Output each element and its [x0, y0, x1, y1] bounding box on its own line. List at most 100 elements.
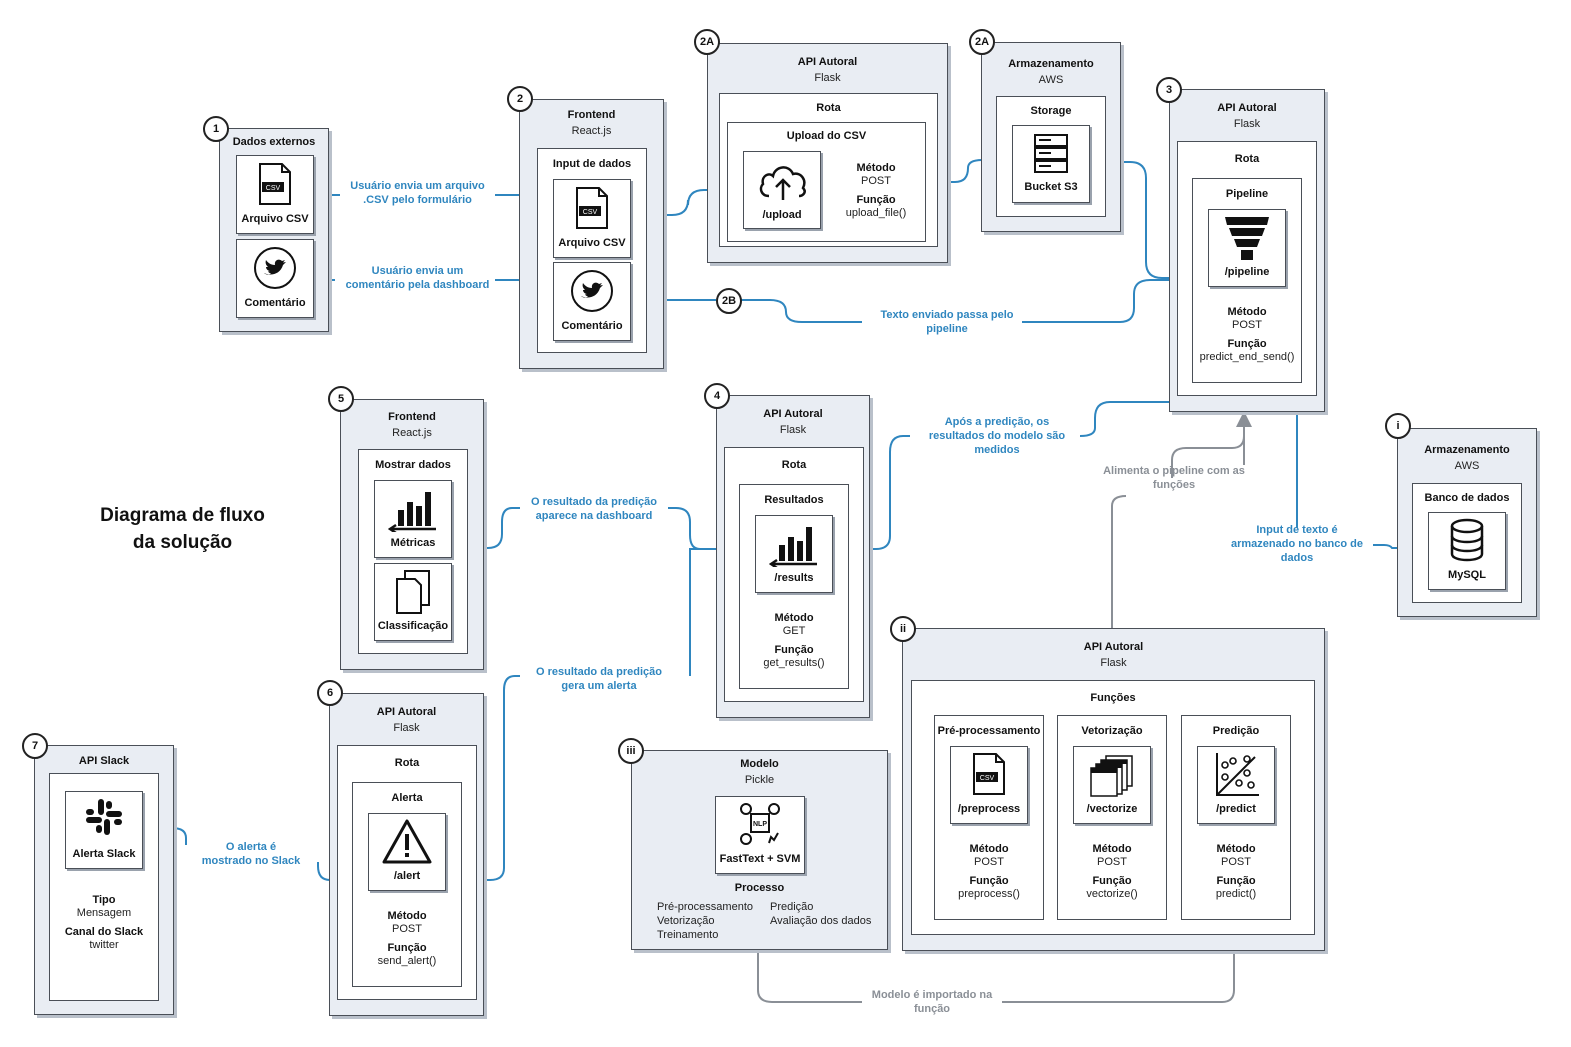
inner-title: Input de dados	[552, 158, 632, 170]
tipo-value: Mensagem	[76, 907, 132, 919]
step-badge-6: 6	[317, 680, 343, 706]
flow-label-line: Usuário envia um	[371, 265, 464, 277]
card-label: MySQL	[1448, 569, 1486, 581]
metodo-value: POST	[1232, 319, 1262, 331]
func-title: Pré-processamento	[937, 725, 1041, 737]
funcao-label: Função	[969, 875, 1009, 887]
step-badge-i: i	[1385, 413, 1411, 439]
panel-api-pipeline: API Autoral Flask Rota Pipeline /pipelin…	[1169, 89, 1325, 412]
card-label: FastText + SVM	[719, 853, 801, 865]
panel-title: API Autoral	[763, 408, 823, 420]
func-preprocess: Pré-processamento CSV /preprocess Método…	[934, 715, 1044, 920]
flow-pipeline-to-results	[836, 395, 1246, 549]
flow-label-line: gera um alerta	[561, 680, 637, 692]
flow-label-line: função	[913, 1003, 951, 1015]
inner-title: Storage	[1030, 105, 1072, 117]
flow-label-line: Alimenta o pipeline com as	[1103, 465, 1245, 477]
card-label: /preprocess	[957, 803, 1021, 815]
flow-2b-to-pipeline	[740, 280, 1188, 323]
inner-title: Rota	[816, 102, 841, 114]
processo-item: Avaliação dos dados	[770, 915, 872, 927]
bar-chart-icon	[769, 527, 817, 567]
inner2-title: Alerta	[391, 792, 423, 804]
inner-title: Rota	[1234, 153, 1260, 165]
func-predict: Predição /predict Método POST Função pre…	[1181, 715, 1291, 920]
flow-frontend-to-upload	[630, 182, 736, 216]
panel-title: Armazenamento	[1424, 444, 1510, 456]
card-bucket-s3: Bucket S3	[1012, 125, 1090, 203]
step-badge-ii: ii	[890, 616, 916, 642]
panel-storage-aws: Armazenamento AWS Storage Bucket S3	[981, 42, 1121, 232]
funcao-value: send_alert()	[377, 955, 437, 967]
diagram-title: Diagrama de fluxo da solução	[80, 502, 285, 556]
inner2-title: Pipeline	[1225, 188, 1269, 200]
flow-label-line: Input de texto é	[1256, 524, 1338, 536]
metodo-value: POST	[392, 923, 422, 935]
card-arquivo-csv: CSV Arquivo CSV	[236, 155, 314, 234]
card-preprocess: CSV /preprocess	[950, 746, 1028, 824]
inner-pipeline: Pipeline /pipeline Método POST Função pr…	[1192, 178, 1302, 383]
inner-banco-dados: Banco de dados MySQL	[1412, 483, 1522, 603]
funcao-label: Função	[1092, 875, 1132, 887]
card-label: Métricas	[390, 537, 436, 549]
flow-upload-to-s3	[922, 152, 1010, 183]
panel-modelo: Modelo Pickle NLP FastText + SVM Process…	[631, 750, 888, 950]
csv-tag: CSV	[266, 185, 281, 192]
metodo-value: POST	[974, 856, 1004, 868]
panel-dados-externos: Dados externos CSV Arquivo CSV Comentári…	[219, 128, 329, 332]
cloud-upload-icon	[759, 166, 806, 200]
csv-tag: CSV	[980, 775, 995, 782]
inner-title: Mostrar dados	[375, 459, 451, 471]
flow-s3-to-pipeline	[1088, 161, 1188, 286]
card-vectorize: /vectorize	[1073, 746, 1151, 824]
inner-input-dados: Input de dados CSV Arquivo CSV Comentári…	[537, 148, 647, 353]
funcao-label: Função	[1216, 875, 1256, 887]
inner-mostrar-dados: Mostrar dados Métricas Classificação	[358, 449, 468, 654]
funcao-value: get_results()	[763, 657, 825, 669]
metodo-value: POST	[1097, 856, 1127, 868]
flow-results-to-alert	[462, 548, 700, 880]
processo-col2: Predição Avaliação dos dados	[770, 900, 871, 928]
metodo-label: Método	[1216, 843, 1256, 855]
card-label: Arquivo CSV	[241, 213, 309, 225]
funnel-icon	[1225, 217, 1269, 260]
panel-subtitle: Flask	[1233, 118, 1261, 130]
funcao-value: vectorize()	[1086, 888, 1138, 900]
panel-subtitle: AWS	[1454, 460, 1480, 472]
step-badge-3: 3	[1156, 77, 1182, 103]
panel-title: Dados externos	[232, 136, 316, 148]
processo-item: Treinamento	[657, 929, 719, 941]
panel-title: API Slack	[78, 755, 130, 767]
inner-title: Rota	[394, 757, 420, 769]
panel-title: API Autoral	[797, 56, 858, 68]
panel-title: Armazenamento	[1008, 58, 1094, 70]
csv-file-icon: CSV	[973, 753, 1005, 795]
csv-file-icon: CSV	[576, 187, 608, 229]
inner-upload-csv: Upload do CSV /upload Método POST Função…	[727, 122, 926, 242]
panel-title: API Autoral	[1217, 102, 1277, 114]
card-predict: /predict	[1197, 746, 1275, 824]
card-alerta-slack: Alerta Slack	[65, 791, 143, 869]
panel-api-results: API Autoral Flask Rota Resultados /resul…	[716, 395, 870, 718]
panel-frontend-input: Frontend React.js Input de dados CSV Arq…	[519, 99, 664, 369]
card-label: Arquivo CSV	[558, 237, 626, 249]
funcao-label: Função	[387, 942, 427, 954]
card-label: Bucket S3	[1024, 181, 1078, 193]
flow-label-line: .CSV pelo formulário	[363, 194, 472, 206]
metodo-label: Método	[1227, 306, 1267, 318]
metodo-label: Método	[1092, 843, 1132, 855]
step-badge-5: 5	[328, 386, 354, 412]
inner-storage: Storage Bucket S3	[996, 96, 1106, 217]
panel-title: Frontend	[388, 411, 436, 423]
inner-rota: Rota Pipeline /pipeline Método POST Funç…	[1177, 141, 1317, 396]
step-badge-4: 4	[704, 383, 730, 409]
flow-funcoes-to-pipeline-b	[1171, 435, 1245, 478]
twitter-icon	[254, 247, 296, 289]
inner2-title: Upload do CSV	[786, 130, 867, 142]
card-arquivo-csv: CSV Arquivo CSV	[553, 179, 631, 258]
flow-label-line: dados	[1280, 552, 1314, 564]
